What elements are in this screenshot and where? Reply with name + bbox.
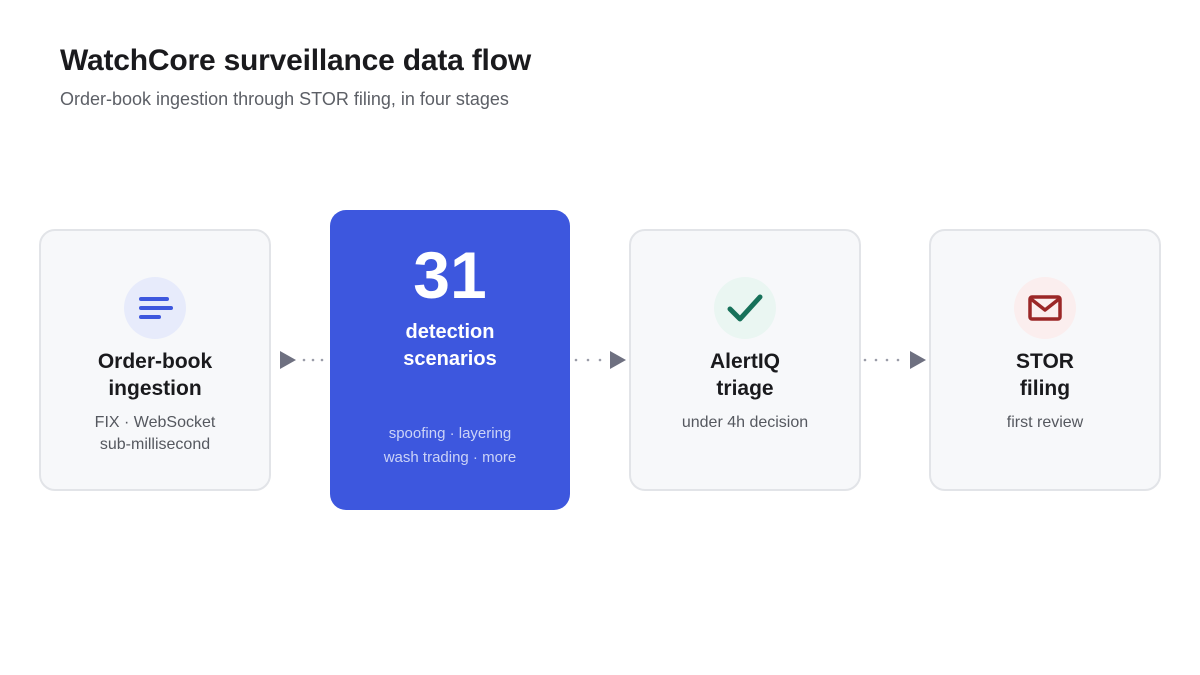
stage-card-triage: AlertIQ triage under 4h decision [629,229,861,491]
list-lines-icon [124,277,186,339]
stage-title: Order-book ingestion [41,348,269,402]
flow-arrow-2 [574,351,626,369]
stage-title-line: filing [1019,377,1071,400]
stage-title-line: Order-book [97,350,213,373]
stage-title: AlertIQ triage [631,348,859,402]
stage-title: detection scenarios [330,319,570,373]
stage-title-line: scenarios [403,348,497,370]
flow-arrow-1 [280,351,324,369]
stage-note-line: under 4h decision [681,414,809,431]
envelope-icon [1014,277,1076,339]
checkmark-icon [714,277,776,339]
stage-card-stor: STOR filing first review [929,229,1161,491]
stage-title-line: AlertIQ [709,350,780,373]
stage-title-line: triage [716,377,774,400]
stage-title-line: STOR [1016,350,1074,373]
diagram-subtitle: Order-book ingestion through STOR filing… [60,89,509,109]
stage-card-detection: 31 detection scenarios spoofing · layeri… [330,210,570,510]
scenario-count: 31 [413,238,487,312]
stage-note-line: spoofing · layering [388,425,512,442]
stage-title-line: ingestion [108,377,202,400]
stage-note-line: FIX · WebSocket [94,414,216,431]
stage-note: spoofing · layering wash trading · more [330,422,570,470]
diagram-title: WatchCore surveillance data flow [60,44,531,77]
stage-note: FIX · WebSocket sub-millisecond [41,412,269,456]
stage-title: STOR filing [931,348,1159,402]
stage-note-line: wash trading · more [383,449,517,466]
stage-note: under 4h decision [631,412,859,434]
flow-arrow-3 [863,351,926,369]
stage-note: first review [931,412,1159,434]
stage-title-line: detection [405,321,495,343]
stage-card-ingestion: Order-book ingestion FIX · WebSocket sub… [39,229,271,491]
stage-note-line: sub-millisecond [99,436,211,453]
stage-note-line: first review [1006,414,1084,431]
